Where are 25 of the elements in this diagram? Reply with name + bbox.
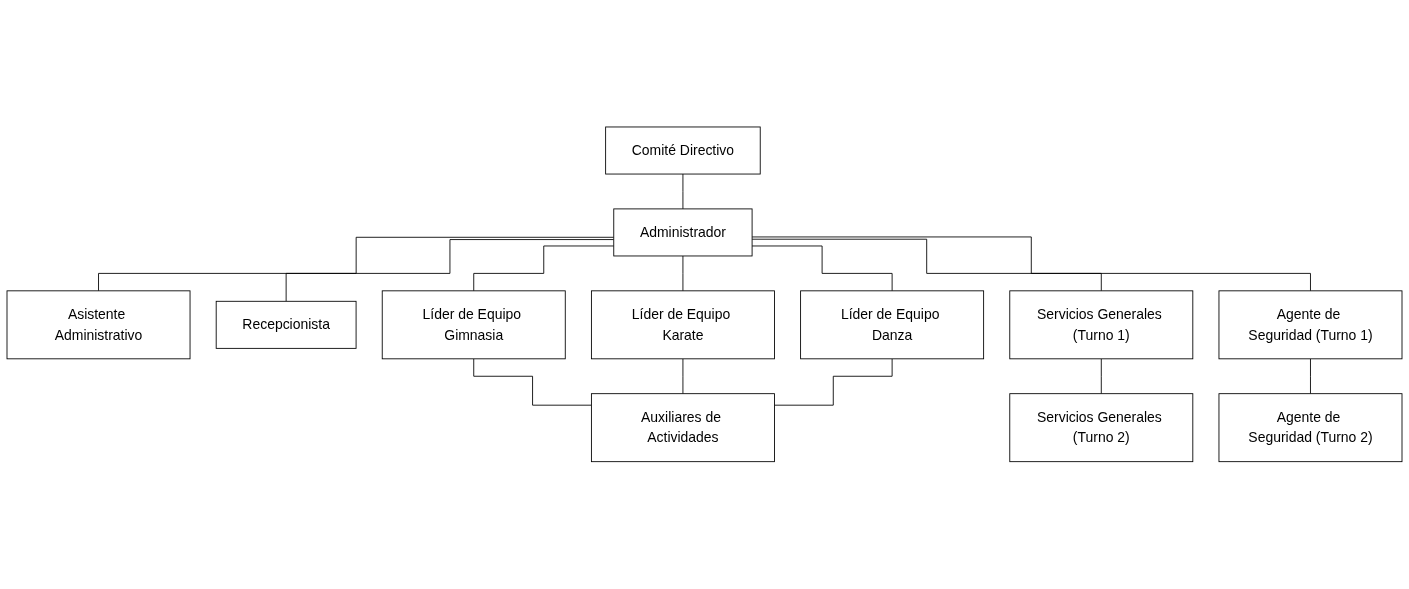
connector xyxy=(751,238,1102,292)
connector xyxy=(774,358,893,406)
node-box: Comité Directivo xyxy=(605,126,761,175)
connector xyxy=(473,245,615,292)
node-box: Asistente Administrativo xyxy=(6,290,191,360)
node-box: Líder de Equipo Gimnasia xyxy=(381,290,566,360)
node-box: Recepcionista xyxy=(215,301,357,349)
connector xyxy=(285,239,615,302)
connector xyxy=(473,358,592,406)
node-box: Servicios Generales (Turno 2) xyxy=(1009,393,1194,463)
connector xyxy=(1310,358,1311,395)
connector xyxy=(751,236,1311,292)
node-box: Agente de Seguridad (Turno 2) xyxy=(1218,393,1403,463)
node-box: Servicios Generales (Turno 1) xyxy=(1009,290,1194,360)
connector xyxy=(682,358,684,395)
node-box: Administrador xyxy=(613,208,753,257)
connector xyxy=(98,237,615,292)
node-box: Líder de Equipo Karate xyxy=(590,290,775,360)
connector xyxy=(682,255,684,292)
node-box: Auxiliares de Actividades xyxy=(590,393,775,463)
node-box: Líder de Equipo Danza xyxy=(800,290,985,360)
connector xyxy=(1100,358,1102,395)
connector xyxy=(682,173,684,210)
connector xyxy=(751,245,893,292)
node-box: Agente de Seguridad (Turno 1) xyxy=(1218,290,1403,360)
